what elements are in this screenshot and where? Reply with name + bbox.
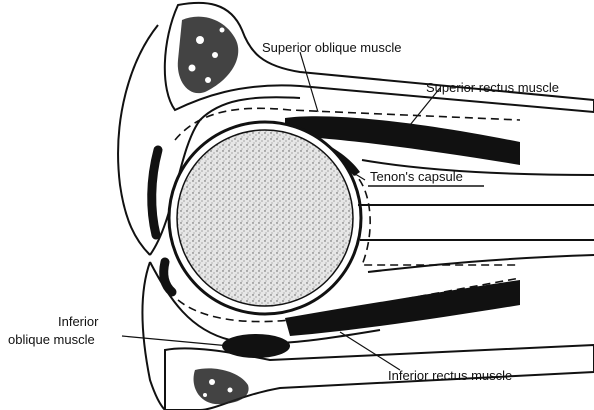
label-inferior-oblique-line1: Inferior [58,314,99,329]
label-tenons-capsule: Tenon's capsule [370,169,463,184]
orbital-roof-bone [165,3,594,112]
label-inferior-rectus-muscle: Inferior rectus muscle [388,368,512,383]
eyeball-vitreous [177,130,353,306]
orbit-wall-lower-right [368,255,594,272]
lower-tarsal-plate [164,262,172,292]
inferior-oblique-muscle [222,334,290,358]
label-superior-oblique-muscle: Superior oblique muscle [262,40,401,55]
upper-tarsal-plate [152,150,158,235]
label-inferior-oblique-line2: oblique muscle [8,332,95,347]
label-superior-rectus-muscle: Superior rectus muscle [426,80,559,95]
tenons-capsule-posterior [350,170,520,265]
orbital-floor-bone [165,345,594,410]
leader-inferior-oblique [122,336,230,346]
